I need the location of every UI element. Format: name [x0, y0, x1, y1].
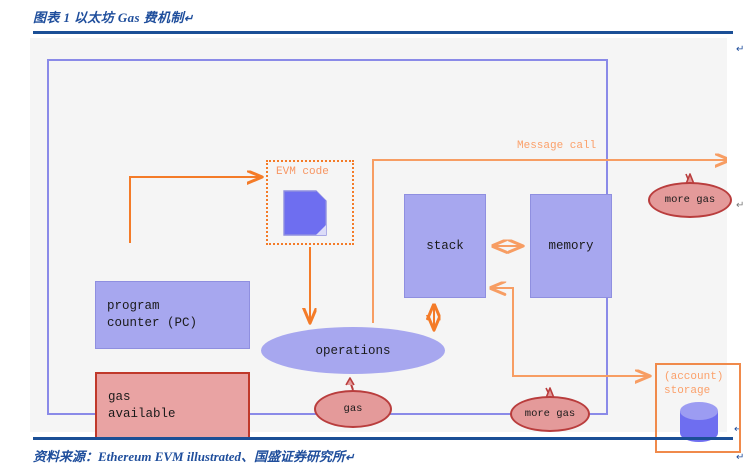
figure-source: 资料来源：Ethereum EVM illustrated、国盛证券研究所↵ [33, 446, 354, 465]
node-more-gas-top[interactable]: more gas [648, 182, 732, 218]
node-gas[interactable]: gas [314, 390, 392, 428]
node-storage[interactable] [655, 363, 741, 453]
source-text: Ethereum EVM illustrated、国盛证券研究所 [98, 449, 346, 464]
page-title: 图表 1 以太坊 Gas 费机制↵ [33, 7, 193, 26]
source-prefix: 资料来源： [33, 449, 99, 464]
paragraph-mark-icon: ↵ [736, 44, 743, 55]
node-evm-code-label: EVM code [276, 166, 329, 178]
figure-canvas: program counter (PC) gas available EVM c… [30, 38, 741, 453]
title-divider [33, 31, 733, 34]
edge-label-message-call: Message call [517, 140, 597, 152]
node-program-counter-label: program counter (PC) [107, 299, 198, 330]
node-operations[interactable]: operations [261, 327, 445, 374]
paragraph-mark-icon: ↵ [345, 452, 355, 464]
node-more-gas-top-label: more gas [664, 194, 716, 206]
paragraph-mark-icon: ↵ [734, 424, 743, 435]
node-program-counter[interactable]: program counter (PC) [95, 281, 250, 349]
document-icon [283, 190, 327, 236]
source-divider [33, 437, 733, 440]
node-gas-available[interactable]: gas available [95, 372, 250, 440]
node-gas-available-label: gas available [108, 390, 176, 421]
node-stack[interactable]: stack [404, 194, 486, 298]
paragraph-mark-icon: ↵ [736, 200, 743, 211]
node-memory-label: memory [548, 239, 594, 253]
database-cylinder-icon [680, 402, 718, 442]
node-evm-code[interactable] [266, 160, 354, 245]
node-more-gas-bottom-label: more gas [524, 408, 576, 420]
node-operations-label: operations [315, 343, 391, 358]
paragraph-mark-icon: ↵ [736, 452, 743, 463]
paragraph-mark-icon: ↵ [183, 13, 194, 25]
node-stack-label: stack [426, 239, 464, 253]
node-storage-label: (account) storage [664, 371, 724, 398]
node-memory[interactable]: memory [530, 194, 612, 298]
figure-title-text: 图表 1 以太坊 Gas 费机制 [33, 10, 184, 25]
node-more-gas-bottom[interactable]: more gas [510, 396, 590, 432]
node-gas-label: gas [343, 403, 363, 415]
